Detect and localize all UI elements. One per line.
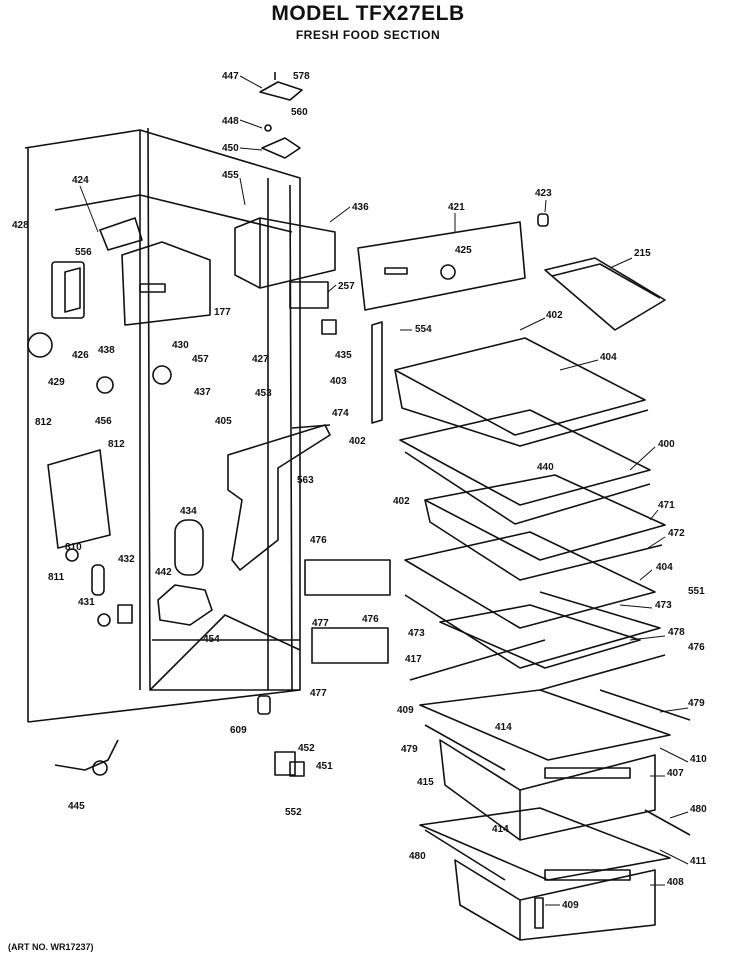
callout-442: 442: [155, 567, 172, 578]
callout-445: 445: [68, 801, 85, 812]
cabinet-frame: [24, 127, 301, 723]
callout-554: 554: [415, 324, 432, 335]
callout-474: 474: [332, 408, 349, 419]
callout-473: 473: [408, 628, 425, 639]
callout-177: 177: [214, 307, 231, 318]
left-side-parts: [27, 261, 213, 776]
bottom-small-parts: [257, 695, 305, 777]
callout-452: 452: [298, 743, 315, 754]
callout-421: 421: [448, 202, 465, 213]
callout-leaders: [79, 75, 689, 906]
callout-456: 456: [95, 416, 112, 427]
callout-400: 400: [658, 439, 675, 450]
callout-436: 436: [352, 202, 369, 213]
callout-477: 477: [310, 688, 327, 699]
callout-480: 480: [690, 804, 707, 815]
callout-473: 473: [655, 600, 672, 611]
callout-812: 812: [35, 417, 52, 428]
callout-480: 480: [409, 851, 426, 862]
callout-432: 432: [118, 554, 135, 565]
callout-609: 609: [230, 725, 247, 736]
callout-447: 447: [222, 71, 239, 82]
callout-409: 409: [397, 705, 414, 716]
callout-404: 404: [600, 352, 617, 363]
model-title: MODEL TFX27ELB: [271, 2, 465, 25]
callout-424: 424: [72, 175, 89, 186]
part-callout-labels: 447 578 448 560 450 455 424 428 556 436 …: [12, 71, 707, 911]
callout-479: 479: [688, 698, 705, 709]
top-hinge-parts: [259, 72, 303, 159]
callout-471: 471: [658, 500, 675, 511]
callout-405: 405: [215, 416, 232, 427]
callout-479: 479: [401, 744, 418, 755]
callout-414: 414: [495, 722, 512, 733]
callout-411: 411: [690, 856, 707, 867]
callout-476: 476: [688, 642, 705, 653]
callout-477: 477: [312, 618, 329, 629]
callout-415: 415: [417, 777, 434, 788]
callout-428: 428: [12, 220, 29, 231]
callout-431: 431: [78, 597, 95, 608]
callout-427: 427: [252, 354, 269, 365]
callout-408: 408: [667, 877, 684, 888]
callout-556: 556: [75, 247, 92, 258]
callout-476: 476: [362, 614, 379, 625]
callout-578: 578: [293, 71, 310, 82]
callout-430: 430: [172, 340, 189, 351]
callout-560: 560: [291, 107, 308, 118]
control-housing: [99, 217, 336, 326]
callout-425: 425: [455, 245, 472, 256]
callout-407: 407: [667, 768, 684, 779]
callout-438: 438: [98, 345, 115, 356]
callout-454: 454: [203, 634, 220, 645]
callout-402: 402: [546, 310, 563, 321]
callout-417: 417: [405, 654, 422, 665]
callout-429: 429: [48, 377, 65, 388]
section-subtitle: FRESH FOOD SECTION: [295, 28, 441, 42]
callout-403: 403: [330, 376, 347, 387]
callout-215: 215: [634, 248, 651, 259]
air-duct: [227, 424, 331, 571]
callout-810: 810: [65, 542, 82, 553]
art-number: (ART NO. WR17237): [8, 942, 94, 952]
callout-426: 426: [72, 350, 89, 361]
callout-402: 402: [349, 436, 366, 447]
callout-435: 435: [335, 350, 352, 361]
callout-414: 414: [492, 824, 509, 835]
callout-448: 448: [222, 116, 239, 127]
callout-476: 476: [310, 535, 327, 546]
callout-410: 410: [690, 754, 707, 765]
callout-423: 423: [535, 188, 552, 199]
callout-450: 450: [222, 143, 239, 154]
callout-812-2: 812: [108, 439, 125, 450]
callout-457: 457: [192, 354, 209, 365]
callout-434: 434: [180, 506, 197, 517]
callout-404: 404: [656, 562, 673, 573]
callout-811: 811: [48, 572, 65, 583]
callout-440: 440: [537, 462, 554, 473]
callout-551: 551: [688, 586, 705, 597]
shelf-assemblies: [304, 337, 691, 721]
callout-563: 563: [297, 475, 314, 486]
callout-257: 257: [338, 281, 355, 292]
callout-402: 402: [393, 496, 410, 507]
rear-hardware: [289, 213, 666, 424]
callout-552: 552: [285, 807, 302, 818]
callout-451: 451: [316, 761, 333, 772]
callout-478: 478: [668, 627, 685, 638]
callout-453: 453: [255, 388, 272, 399]
callout-409: 409: [562, 900, 579, 911]
crisper-drawers: [419, 689, 691, 941]
callout-472: 472: [668, 528, 685, 539]
callout-437: 437: [194, 387, 211, 398]
callout-455: 455: [222, 170, 239, 181]
